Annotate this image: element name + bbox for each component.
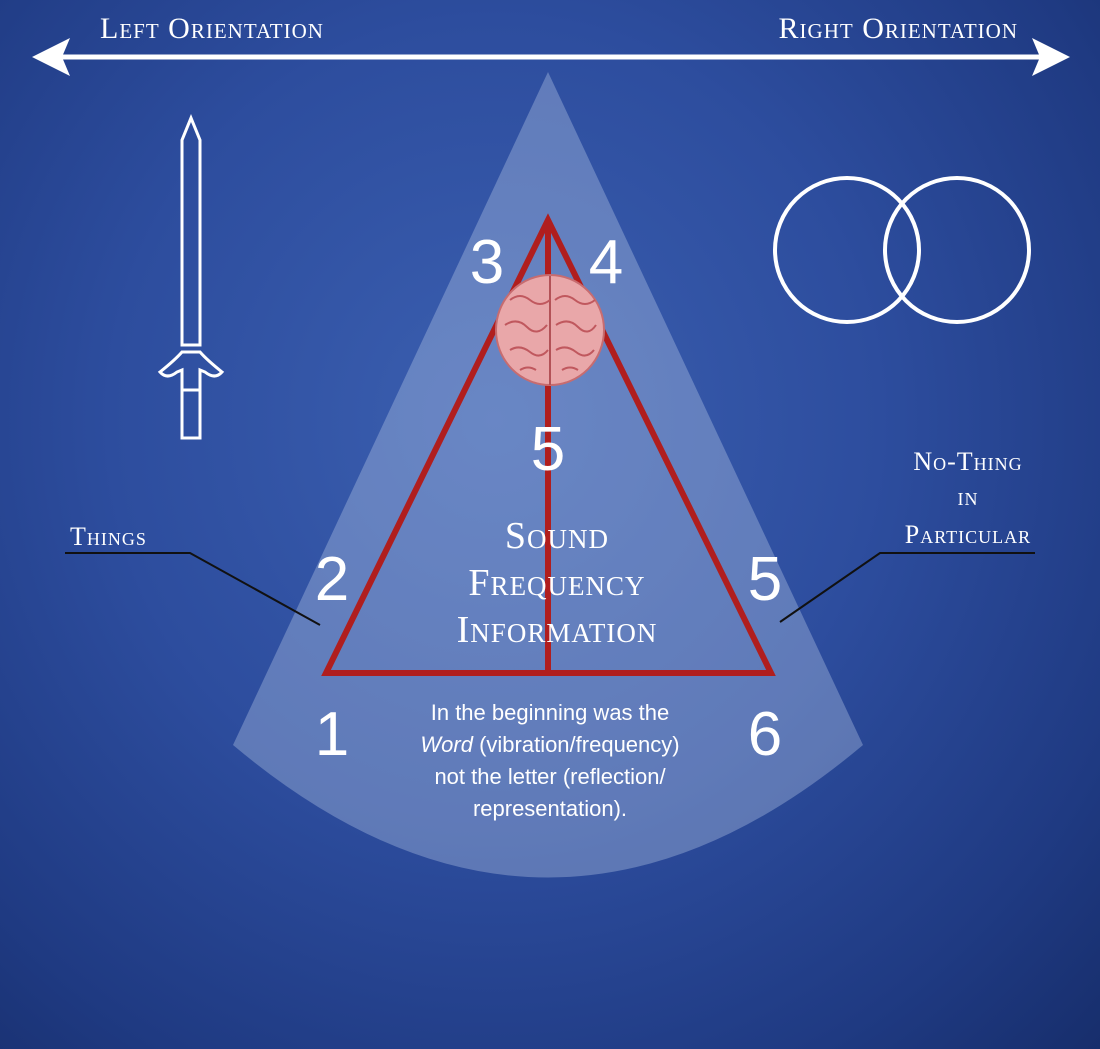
- number-3: 3: [470, 228, 504, 297]
- quote-line-1: In the beginning was the: [431, 700, 670, 725]
- things-label: Things: [70, 522, 147, 551]
- no-thing-label-line-2: in: [958, 482, 979, 511]
- quote-line-2-rest: (vibration/frequency): [473, 732, 680, 757]
- right-orientation-label: Right Orientation: [779, 12, 1018, 45]
- quote-word: Word: [420, 732, 473, 757]
- brain-icon: [495, 274, 605, 386]
- number-5-right: 5: [748, 545, 782, 614]
- quote-line-4: representation).: [473, 796, 627, 821]
- quote-line-3: not the letter (reflection/: [434, 764, 666, 789]
- title-frequency: Frequency: [468, 562, 645, 604]
- number-6: 6: [748, 700, 782, 769]
- no-thing-pointer: [779, 552, 1035, 623]
- overlapping-circles-icon: [773, 176, 1031, 324]
- title-information: Information: [457, 609, 658, 651]
- orientation-arrow: [32, 38, 1070, 76]
- title-sound: Sound: [505, 515, 609, 557]
- number-2: 2: [315, 545, 349, 614]
- number-4: 4: [589, 228, 623, 297]
- number-5-center: 5: [531, 415, 565, 484]
- quote-text: In the beginning was the Word (vibration…: [420, 700, 679, 821]
- left-orientation-label: Left Orientation: [100, 12, 324, 45]
- sword-icon: [157, 114, 225, 440]
- quote-line-2: Word (vibration/frequency): [420, 732, 679, 757]
- no-thing-label-line-3: Particular: [905, 520, 1031, 549]
- number-1: 1: [315, 700, 349, 769]
- things-pointer: [65, 552, 321, 626]
- no-thing-label-line-1: No-Thing: [913, 447, 1022, 476]
